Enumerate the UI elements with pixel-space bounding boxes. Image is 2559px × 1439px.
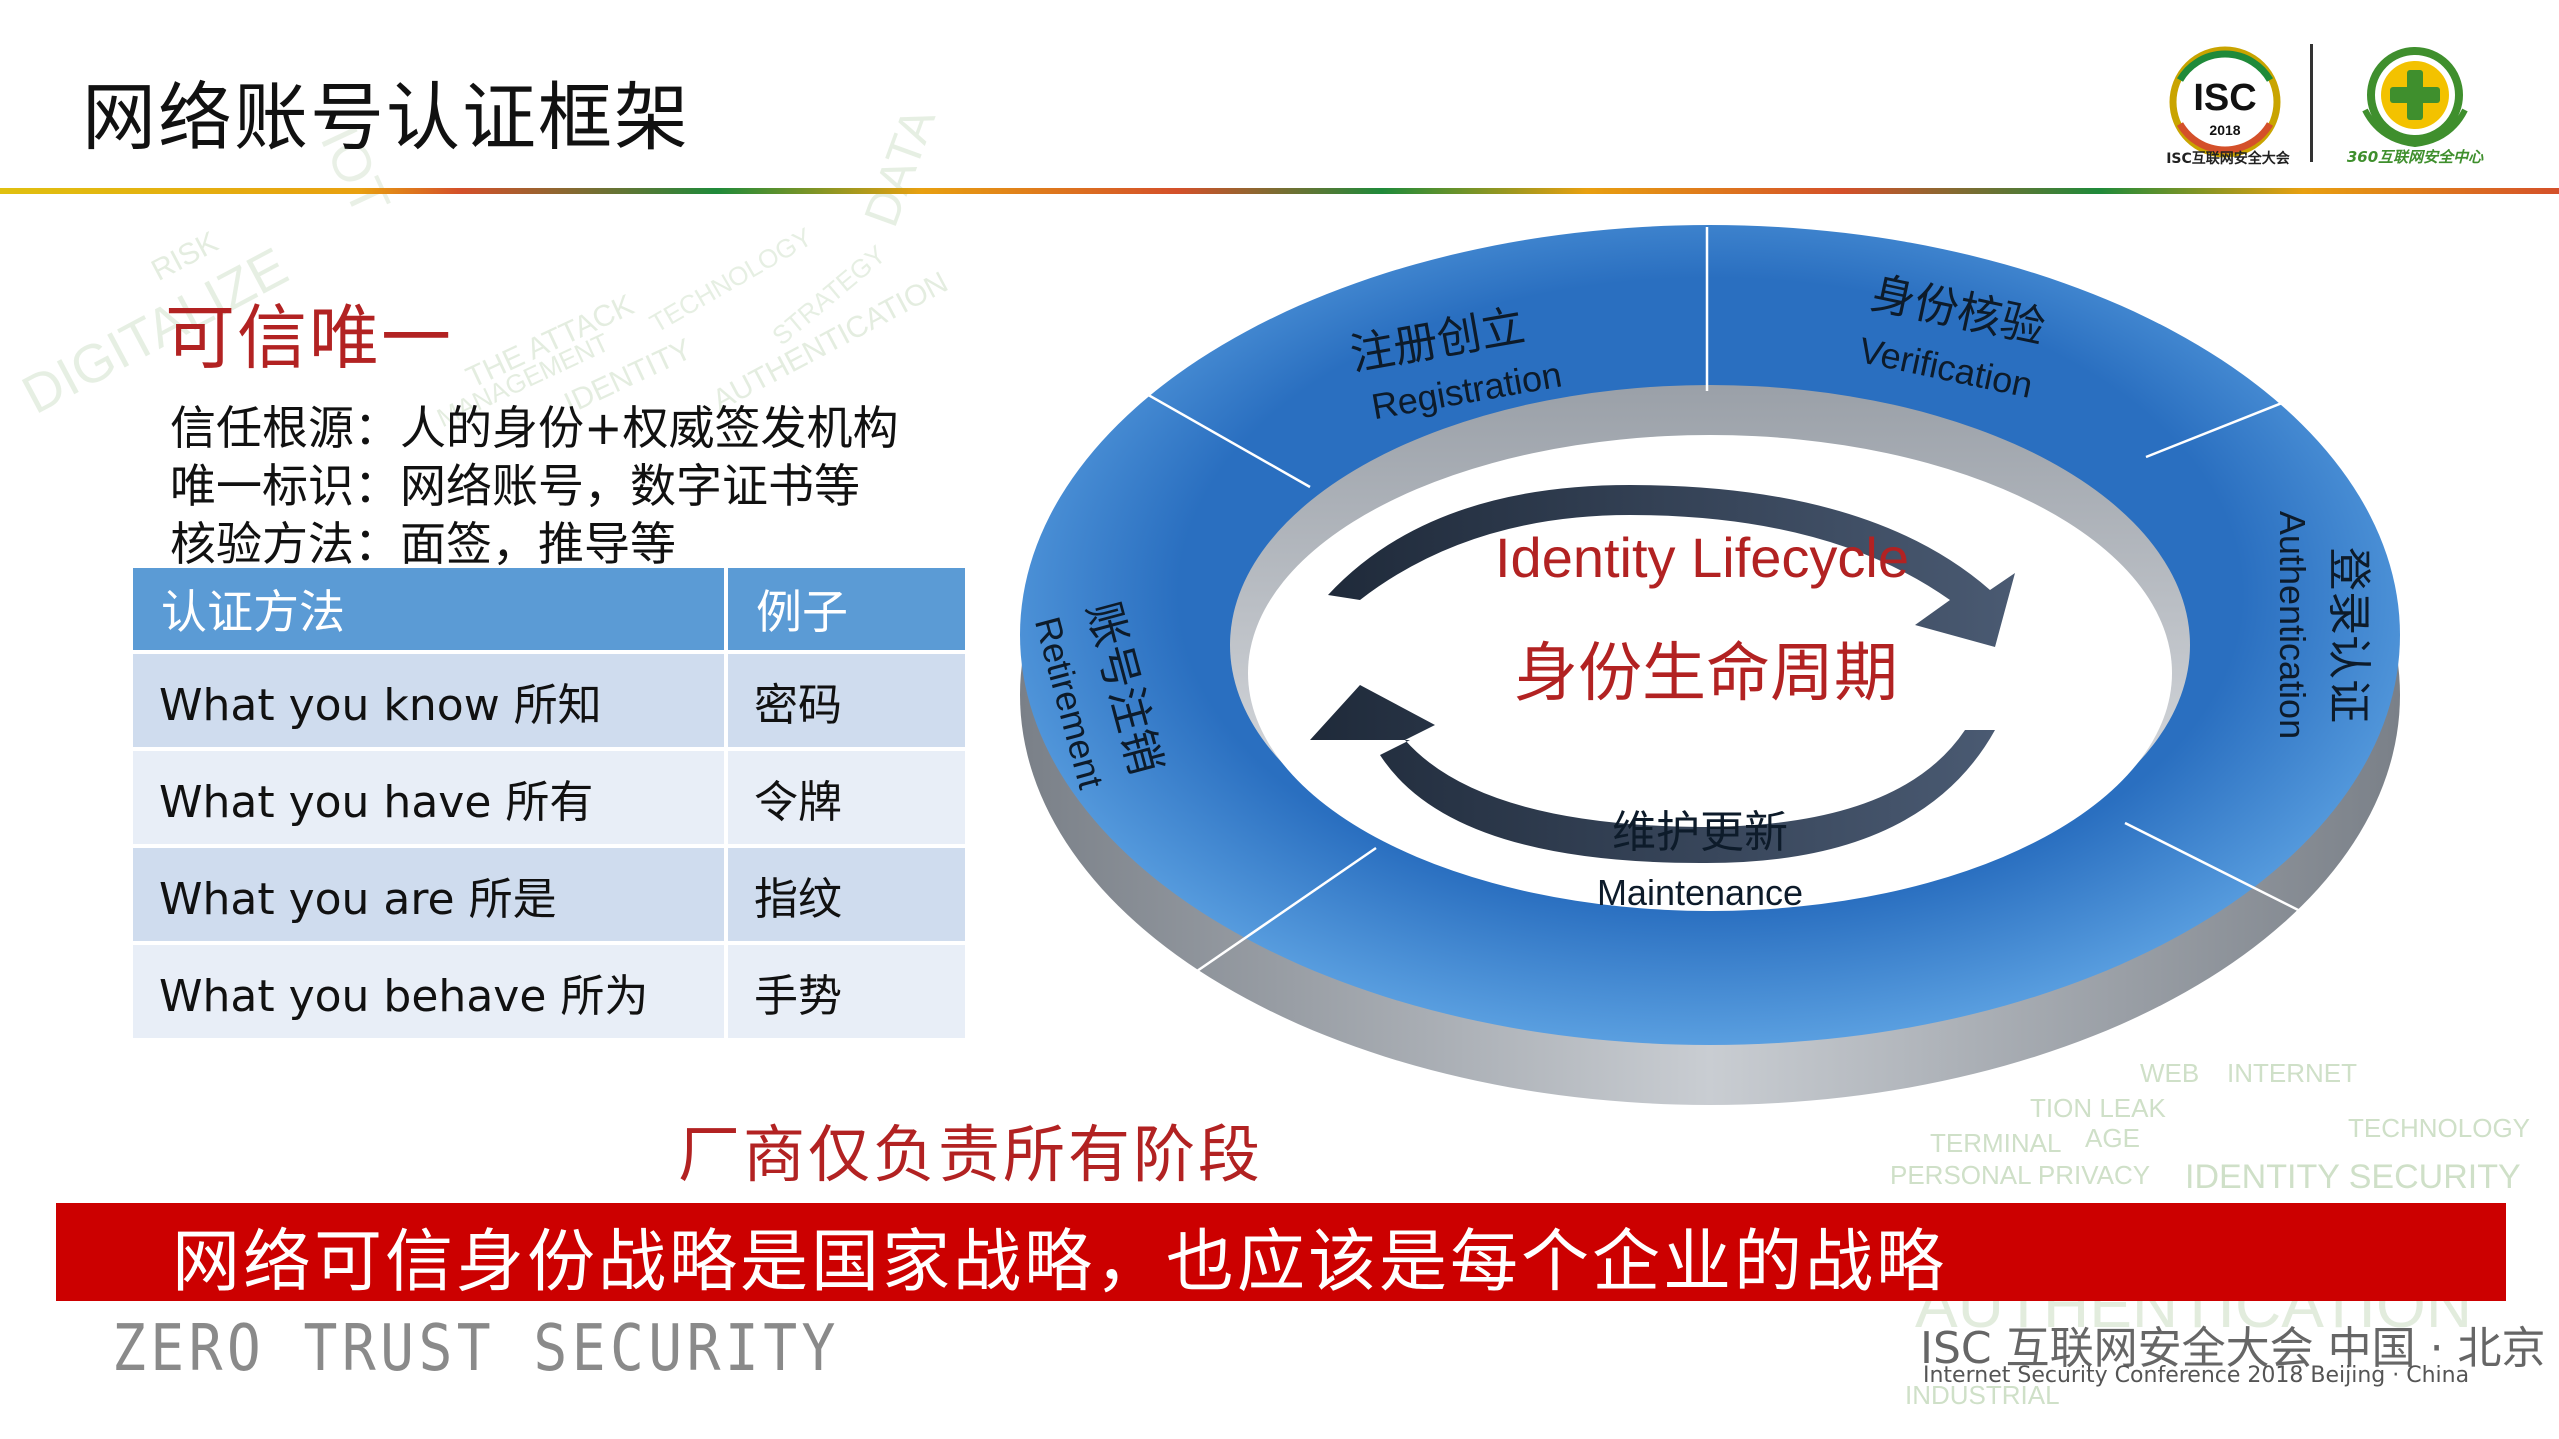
watermark-text: PERSONAL PRIVACY (1890, 1160, 2151, 1190)
lifecycle-title-cn: 身份生命周期 (1514, 637, 1898, 711)
vendor-note: 厂商仅负责所有阶段 (678, 1118, 1264, 1191)
table-cell-example: 密码 (726, 650, 965, 749)
watermark-text: INDUSTRIAL (1905, 1380, 2060, 1410)
table-cell-method: What you know 所知 (133, 650, 728, 749)
table-cell-method: What you are 所是 (133, 844, 728, 943)
table-row: What you are 所是 指纹 (133, 844, 965, 943)
watermark-text: DATA (854, 101, 947, 234)
table-cell-example: 指纹 (726, 844, 965, 943)
isc-logo: ISC 2018 (2169, 46, 2281, 158)
logo-divider (2310, 44, 2313, 162)
table-row: What you know 所知 密码 (133, 650, 965, 749)
stage-maintenance: 维护更新 Maintenance (1597, 807, 1803, 913)
logo-360-caption: 360互联网安全中心 (2346, 148, 2484, 166)
watermark-text: IDENTITY SECURITY (2185, 1158, 2521, 1196)
footer-conference-en: Internet Security Conference 2018 Beijin… (1923, 1363, 2470, 1388)
table-cell-example: 令牌 (726, 747, 965, 846)
svg-text:Maintenance: Maintenance (1597, 872, 1803, 913)
svg-text:维护更新: 维护更新 (1612, 807, 1788, 858)
footer-zero-trust: ZERO TRUST SECURITY (112, 1312, 840, 1386)
table-header-example: 例子 (726, 568, 965, 652)
stage-authentication: 登录认证 Authentication (2272, 511, 2374, 739)
watermark-text: TION LEAK (2030, 1093, 2166, 1123)
bullet-point: 核验方法：面签，推导等 (170, 517, 676, 571)
isc-logo-caption: ISC互联网安全大会 (2166, 151, 2290, 167)
table-cell-method: What you have 所有 (133, 747, 728, 846)
table-header-row: 认证方法 例子 (133, 568, 965, 652)
page-title: 网络账号认证框架 (82, 75, 690, 161)
isc-logo-year: 2018 (2209, 122, 2240, 138)
isc-logo-badge: ISC (2193, 77, 2256, 119)
section-heading: 可信唯一 (165, 297, 453, 379)
strategy-banner-text: 网络可信身份战略是国家战略，也应该是每个企业的战略 (172, 1223, 1948, 1302)
table-cell-example: 手势 (726, 941, 965, 1038)
watermark-text: TECHNOLOGY (2348, 1113, 2531, 1143)
header-divider-bar (0, 188, 2559, 194)
identity-lifecycle-diagram: Identity Lifecycle 身份生命周期 注册创立 Registrat… (1020, 225, 2400, 1105)
bullet-point: 信任根源：人的身份+权威签发机构 (170, 401, 899, 455)
watermark-text: TERMINAL (1930, 1128, 2062, 1158)
svg-text:登录认证: 登录认证 (2323, 547, 2374, 723)
auth-method-table: 认证方法 例子 What you know 所知 密码 What you hav… (133, 568, 965, 1038)
strategy-banner (56, 1203, 2506, 1301)
table-header-method: 认证方法 (133, 568, 728, 652)
bullet-point: 唯一标识：网络账号，数字证书等 (170, 459, 860, 513)
watermark-text: AGE (2085, 1123, 2140, 1153)
svg-text:Authentication: Authentication (2272, 511, 2313, 739)
table-row: What you have 所有 令牌 (133, 747, 965, 846)
watermark-text: WEB (2140, 1058, 2200, 1088)
cycle-arrow-top-icon (1328, 485, 2015, 647)
table-cell-method: What you behave 所为 (133, 941, 728, 1038)
logo-360-icon (2362, 47, 2468, 148)
watermark-text: INTERNET (2227, 1058, 2357, 1088)
lifecycle-title-en: Identity Lifecycle (1495, 526, 1909, 589)
table-row: What you behave 所为 手势 (133, 941, 965, 1038)
cycle-arrow-bottom-icon (1310, 685, 1995, 864)
footer-conference-cn: ISC 互联网安全大会 中国 · 北京 (1920, 1323, 2546, 1374)
